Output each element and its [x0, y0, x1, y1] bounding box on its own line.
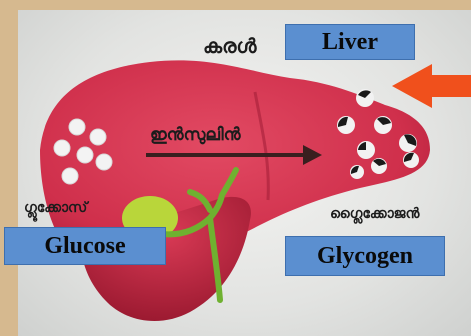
liver-label-ml: കരൾ	[203, 34, 256, 58]
glycogen-label-en: Glycogen	[317, 243, 413, 270]
liver-pointer-arrow	[392, 64, 471, 108]
liver-label-box: Liver	[285, 24, 415, 60]
glucose-label-ml: ഗ്ലൂക്കോസ്	[24, 200, 87, 216]
glycogen-label-box: Glycogen	[285, 236, 445, 276]
liver-label-en: Liver	[322, 29, 378, 56]
glucose-label-box: Glucose	[4, 227, 166, 265]
glycogen-label-ml: ഗ്ലൈക്കോജൻ	[330, 206, 419, 222]
glucose-label-en: Glucose	[44, 233, 125, 260]
insulin-label: ഇൻസുലിൻ	[150, 125, 241, 145]
